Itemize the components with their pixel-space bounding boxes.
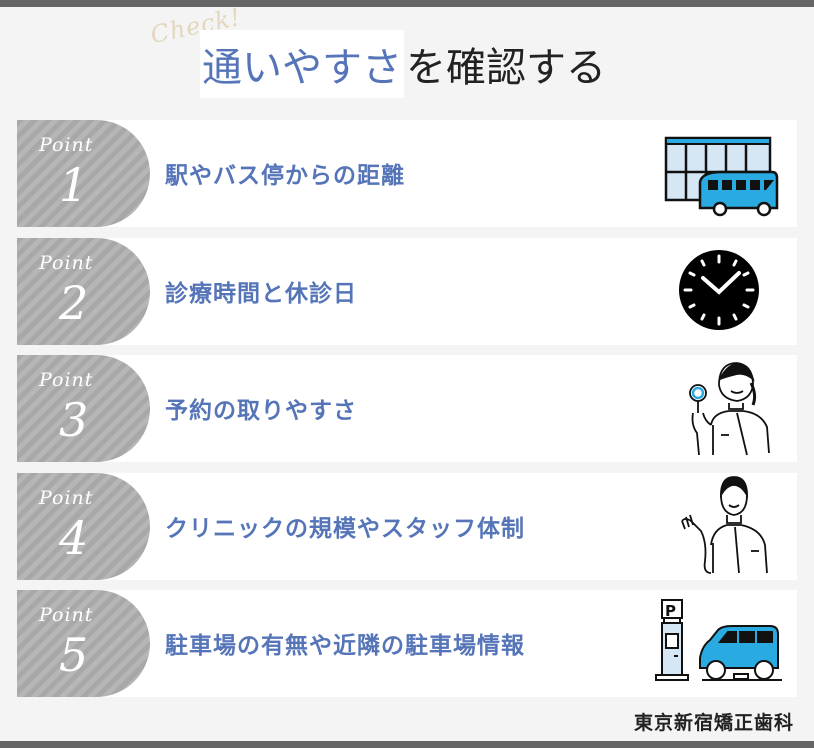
point-badge: Point 2 <box>17 238 150 345</box>
badge-number: 2 <box>59 276 89 330</box>
station-bus-icon <box>664 136 779 217</box>
brand-label: 東京新宿矯正歯科 <box>633 712 794 734</box>
point-badge: Point 5 <box>17 590 150 697</box>
title-highlight: 通いやすさ <box>200 30 404 98</box>
point-text: 駅やバス停からの距離 <box>165 163 405 189</box>
clock-icon <box>679 250 759 330</box>
badge-label: Point <box>39 134 94 156</box>
point-text: 予約の取りやすさ <box>165 398 357 424</box>
point-text: 駐車場の有無や近隣の駐車場情報 <box>165 633 525 659</box>
point-badge: Point 3 <box>17 355 150 462</box>
badge-label: Point <box>39 252 94 274</box>
badge-label: Point <box>39 604 94 626</box>
bottom-bar <box>0 741 814 748</box>
badge-number: 5 <box>59 628 89 682</box>
point-badge: Point 1 <box>17 120 150 227</box>
point-card-2: Point 2 診療時間と休診日 <box>17 238 797 345</box>
point-badge: Point 4 <box>17 473 150 580</box>
point-card-4: Point 4 クリニックの規模やスタッフ体制 <box>17 473 797 580</box>
badge-label: Point <box>39 487 94 509</box>
point-card-3: Point 3 予約の取りやすさ <box>17 355 797 462</box>
badge-number: 3 <box>59 393 89 447</box>
badge-label: Point <box>39 369 94 391</box>
staff-ok-sign-icon <box>689 362 770 456</box>
badge-number: 4 <box>59 511 89 565</box>
badge-number: 1 <box>59 158 89 212</box>
page-title: 通いやすさ を確認する <box>200 30 606 98</box>
svg-text:P: P <box>665 602 676 620</box>
parking-car-icon: P <box>655 599 782 681</box>
point-text: クリニックの規模やスタッフ体制 <box>165 516 525 542</box>
top-bar <box>0 0 814 7</box>
point-text: 診療時間と休診日 <box>165 281 357 307</box>
staff-guide-icon <box>681 476 768 574</box>
title-rest: を確認する <box>406 45 606 91</box>
point-card-5: Point 5 駐車場の有無や近隣の駐車場情報 P <box>17 590 797 697</box>
point-card-1: Point 1 駅やバス停からの距離 <box>17 120 797 227</box>
